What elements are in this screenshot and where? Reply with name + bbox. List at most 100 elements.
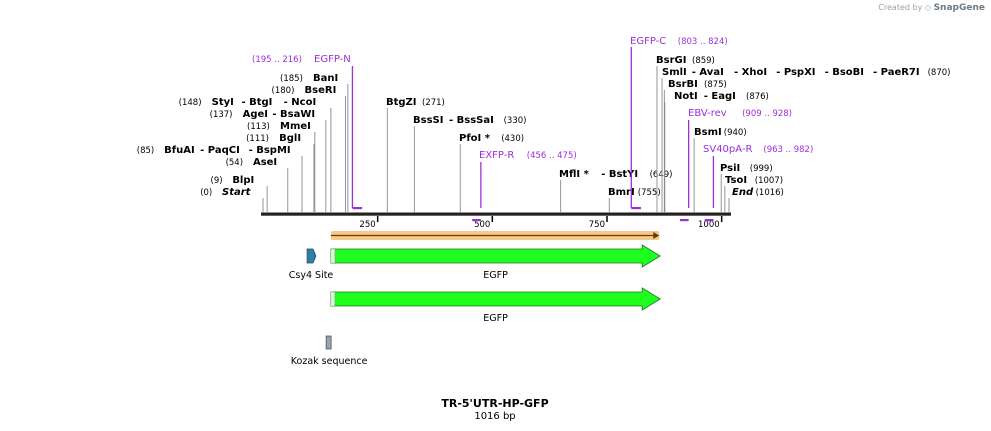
site-position: (54) xyxy=(226,158,243,168)
map-length: 1016 bp xyxy=(474,411,515,422)
enzyme-name: BtgZI xyxy=(386,97,417,108)
site-position: (876) xyxy=(746,92,769,102)
restriction-site[interactable]: MflI *- BstYI(649) xyxy=(559,169,672,213)
restriction-site[interactable]: (9) BlpI xyxy=(211,175,268,213)
enzyme-name: - AvaI xyxy=(692,67,724,78)
feature-start-mark xyxy=(330,248,336,264)
restriction-site[interactable]: PsiI(999) xyxy=(720,163,773,213)
enzyme-name: BseRI xyxy=(305,85,337,96)
feature-start-mark xyxy=(330,291,336,307)
site-position: (85) xyxy=(137,146,154,156)
feature-label: EGFP xyxy=(483,270,508,281)
restriction-site[interactable]: (111) BglI xyxy=(246,133,315,213)
enzyme-name: BsrGI xyxy=(656,55,686,66)
site-position: (0) xyxy=(200,188,212,198)
enzyme-name: - BstYI xyxy=(601,169,638,180)
restriction-site[interactable]: (113) MmeI xyxy=(247,121,316,213)
primer[interactable]: EXFP-R (456 .. 475) xyxy=(472,150,577,222)
site-position: (1007) xyxy=(755,176,783,186)
feature[interactable]: Kozak sequence xyxy=(291,335,368,367)
site-position: (185) xyxy=(280,74,303,84)
enzyme-name: - EagI xyxy=(704,91,736,102)
enzyme-name: BanI xyxy=(313,73,338,84)
enzyme-name: Start xyxy=(222,187,252,198)
axis-tick-label: 1000 xyxy=(698,220,720,230)
restriction-site[interactable]: (85)BfuAI- PaqCI- BspMI xyxy=(137,145,303,213)
restriction-site[interactable]: BsrGI(859) xyxy=(656,55,715,213)
primer-binding-mark xyxy=(472,219,481,222)
enzyme-name: MmeI xyxy=(280,121,311,132)
restriction-site[interactable]: BsmI(940) xyxy=(693,127,747,213)
site-position: (113) xyxy=(247,122,270,132)
enzyme-name: - BtgI xyxy=(241,97,272,108)
feature-arrow xyxy=(330,287,661,311)
site-position: (940) xyxy=(724,128,747,138)
enzyme-name: - PspXI xyxy=(776,67,815,78)
restriction-site[interactable]: BssSI- BssSaI(330) xyxy=(413,115,526,213)
enzyme-name: BssSI xyxy=(413,115,443,126)
primer[interactable]: EBV-rev(909 .. 928) xyxy=(679,108,792,222)
feature[interactable]: Csy4 Site xyxy=(289,248,334,281)
enzyme-name: - BspMI xyxy=(249,145,291,156)
feature-label: EGFP xyxy=(483,313,508,324)
restriction-site[interactable]: (137)AgeI- BsaWI xyxy=(210,109,327,213)
primer[interactable]: SV40pA-R (963 .. 982) xyxy=(703,144,813,222)
restriction-site[interactable]: BtgZI (271) xyxy=(386,97,445,213)
restriction-site[interactable]: (54)AseI xyxy=(226,157,289,213)
enzyme-name: BglI xyxy=(279,133,301,144)
primer-range: (195 .. 216) xyxy=(252,55,302,65)
axis-tick-label: 500 xyxy=(474,220,490,230)
primer[interactable]: EGFP-C(803 .. 824) xyxy=(630,36,728,210)
primer-range: (963 .. 982) xyxy=(763,145,813,155)
enzyme-name: StyI xyxy=(212,97,234,108)
feature-site-marker xyxy=(306,248,317,264)
restriction-site[interactable]: (185) BanI xyxy=(280,73,349,213)
site-position: (870) xyxy=(928,68,951,78)
restriction-site[interactable]: (148) StyI - BtgI - NcoI xyxy=(179,97,332,213)
restriction-site[interactable]: End(1016) xyxy=(728,187,784,213)
primer-binding-mark xyxy=(631,207,641,210)
primer-range: (909 .. 928) xyxy=(742,109,792,119)
restriction-site[interactable]: SmlI- AvaI- XhoI- PspXI- BsoBI- PaeR7I(8… xyxy=(661,67,951,213)
enzyme-name: - NcoI xyxy=(284,97,317,108)
enzyme-name: PfoI * xyxy=(459,133,491,144)
site-position: (137) xyxy=(210,110,233,120)
restriction-site[interactable]: (180) BseRI xyxy=(272,85,347,213)
site-position: (999) xyxy=(750,164,773,174)
axis-tick-label: 750 xyxy=(589,220,605,230)
enzyme-name: - XhoI xyxy=(734,67,767,78)
enzyme-name: BsrBI xyxy=(668,79,698,90)
site-position: (148) xyxy=(179,98,202,108)
credit-brand: SnapGene xyxy=(933,3,985,13)
site-position: (111) xyxy=(246,134,269,144)
site-position: (755) xyxy=(638,188,661,198)
feature-label: Csy4 Site xyxy=(289,270,334,281)
enzyme-name: - BsaWI xyxy=(272,109,315,120)
enzyme-name: NotI xyxy=(674,91,698,102)
primer-name: EGFP-N xyxy=(314,54,351,65)
enzyme-name: End xyxy=(732,187,754,198)
primer[interactable]: (195 .. 216) EGFP-N xyxy=(252,54,363,210)
orf-bar[interactable] xyxy=(330,231,660,240)
feature-label: Kozak sequence xyxy=(291,356,368,367)
snapgene-credit: Created by ◇ SnapGene xyxy=(878,3,985,13)
restriction-site[interactable]: (0) Start xyxy=(200,187,264,213)
primer-name: EXFP-R xyxy=(479,150,514,161)
site-position: (180) xyxy=(272,86,295,96)
site-position: (649) xyxy=(650,170,673,180)
restriction-site[interactable]: BmrI(755) xyxy=(608,187,661,213)
enzyme-name: BlpI xyxy=(232,175,254,186)
feature[interactable]: EGFP xyxy=(330,287,661,324)
site-position: (271) xyxy=(422,98,445,108)
restriction-site[interactable]: PfoI *(430) xyxy=(459,133,524,213)
feature-arrow xyxy=(330,244,661,268)
restriction-site[interactable]: BsrBI(875) xyxy=(663,79,727,213)
site-position: (9) xyxy=(211,176,223,186)
map-title: TR-5'UTR-HP-GFP xyxy=(441,397,548,410)
primer-binding-mark xyxy=(352,207,363,210)
feature[interactable]: EGFP xyxy=(330,244,661,281)
primer-name: SV40pA-R xyxy=(703,144,752,155)
primer-range: (456 .. 475) xyxy=(527,151,577,161)
restriction-site[interactable]: NotI - EagI (876) xyxy=(664,91,769,213)
restriction-site[interactable]: TsoI(1007) xyxy=(724,175,783,213)
